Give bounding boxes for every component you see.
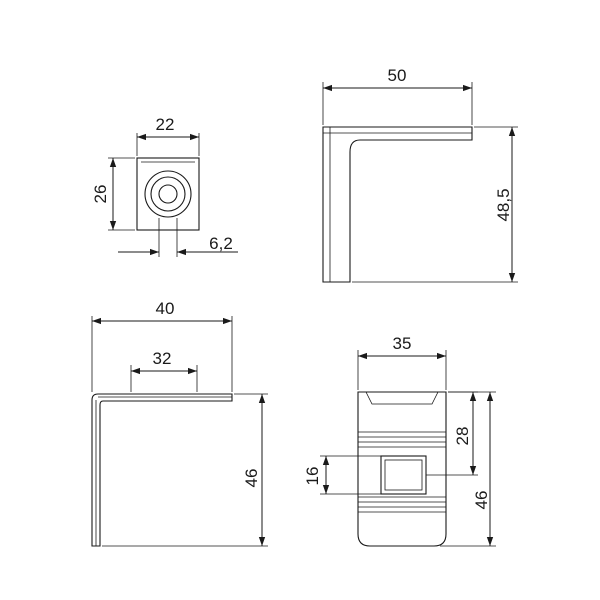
dim-485-label: 48,5	[494, 188, 513, 221]
top-view-small: 22 26 6,2	[91, 115, 238, 257]
dim-50-label: 50	[388, 66, 407, 85]
side-view-upper: 50 48,5	[322, 66, 518, 283]
lower-bracket-outline	[91, 393, 233, 547]
dim-16-label: 16	[303, 467, 322, 486]
front-top-cap	[365, 391, 439, 405]
dim-32-label: 32	[153, 349, 172, 368]
side-view-lower: 40 32 46	[91, 299, 268, 547]
dim-35-label: 35	[393, 334, 412, 353]
dim-26-label: 26	[91, 185, 110, 204]
dim-40-label: 40	[156, 299, 175, 318]
dim-62-label: 6,2	[209, 234, 233, 253]
upper-bracket-outline	[322, 126, 473, 283]
dim-46f-label: 46	[472, 491, 491, 510]
square-hole-inner	[384, 459, 423, 491]
hole-circle	[158, 184, 178, 204]
dim-46-label: 46	[242, 469, 261, 488]
dim-22-label: 22	[156, 115, 175, 134]
front-view: 35 16 28 46	[303, 334, 496, 547]
dim-28-label: 28	[453, 427, 472, 446]
square-hole-outer	[380, 455, 427, 495]
